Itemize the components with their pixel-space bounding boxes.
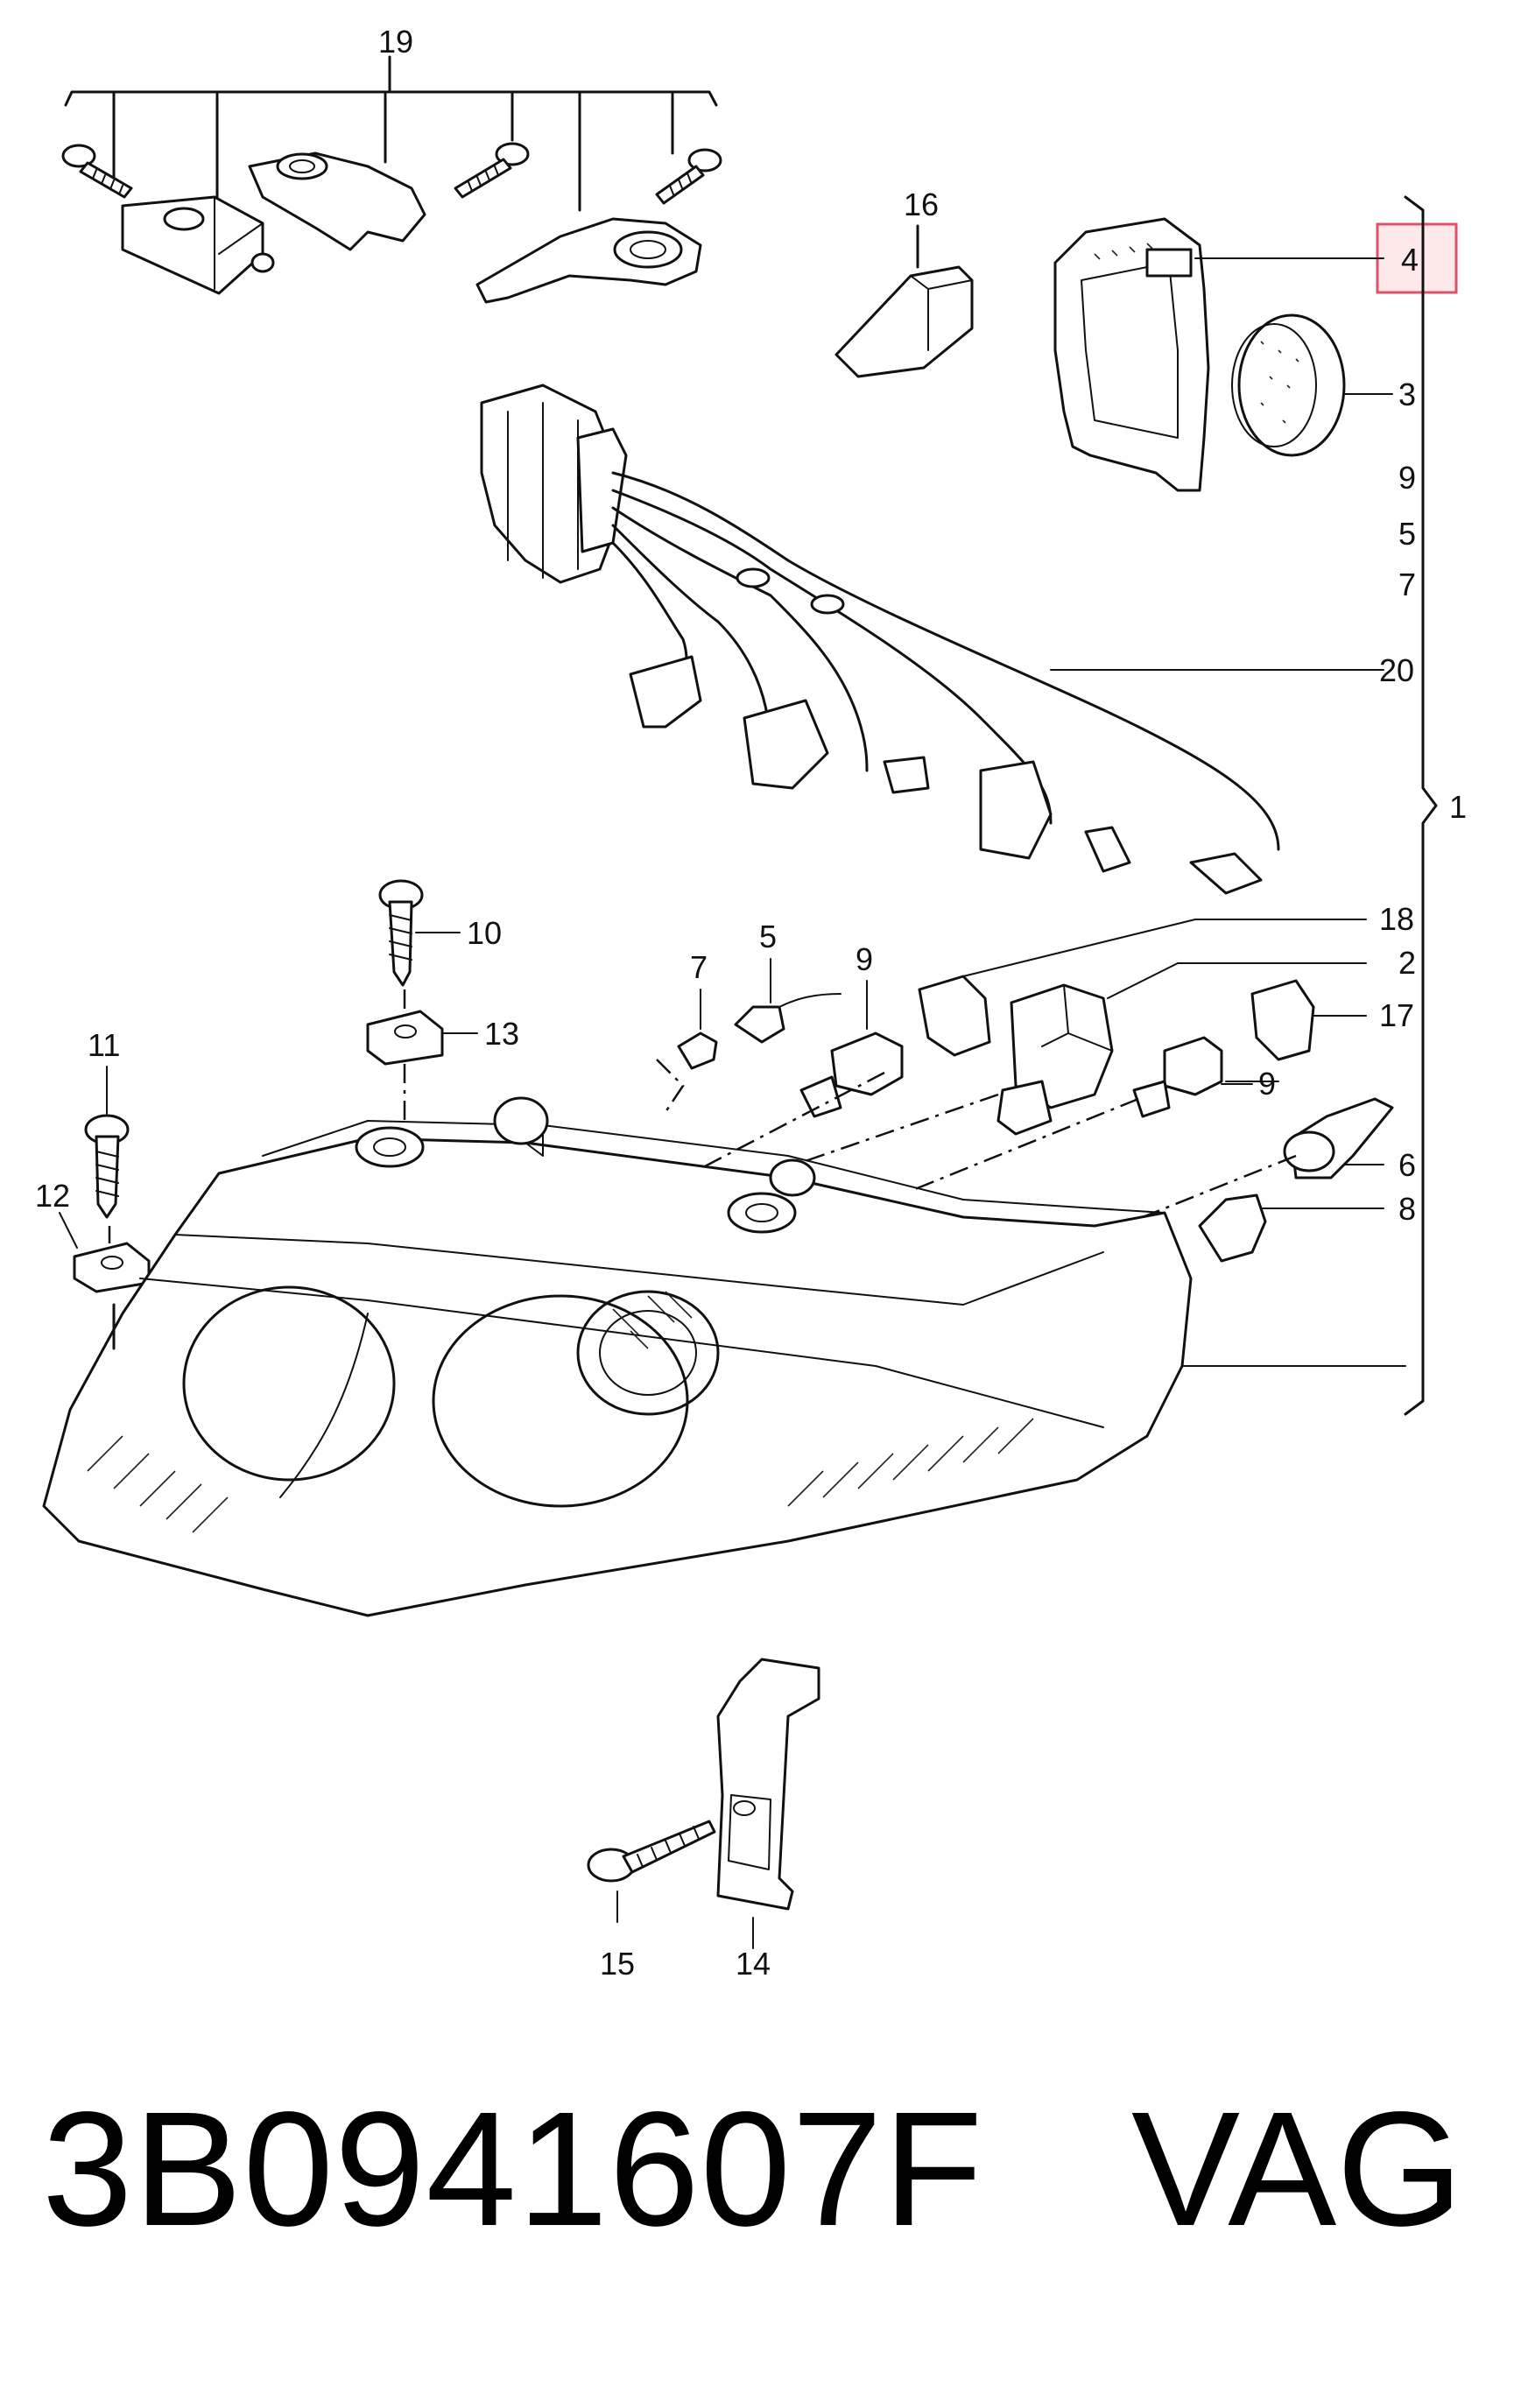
headlight-housing [42, 1096, 1193, 1617]
callout-5b: 5 [759, 919, 777, 954]
brace-item-1 [1404, 195, 1438, 1416]
callout-3: 3 [1398, 377, 1416, 412]
callout-10: 10 [467, 915, 502, 951]
callout-4: 4 [1401, 242, 1419, 278]
callout-16: 16 [904, 187, 939, 222]
callout-19: 19 [378, 24, 413, 60]
callout-9b: 9 [856, 941, 873, 977]
callout-8: 8 [1398, 1191, 1416, 1227]
callout-11: 11 [88, 1027, 120, 1063]
screw-top-middle [454, 142, 530, 199]
wiring-harness-part-20 [480, 384, 1384, 895]
bracket-group-19 [64, 55, 718, 212]
callout-5a: 5 [1398, 516, 1416, 552]
bracket-part-14 [716, 1658, 820, 1949]
cap-part-16 [834, 224, 974, 378]
screw-part-15 [587, 1820, 716, 1923]
callout-20: 20 [1379, 652, 1414, 688]
brand-name: VAG [1131, 2079, 1463, 2260]
callout-1: 1 [1449, 789, 1467, 825]
callout-14: 14 [736, 1946, 771, 1982]
callout-18: 18 [1379, 901, 1414, 937]
screw-top-left [61, 144, 133, 199]
housing-frame-part-4 [1053, 217, 1210, 492]
clip-nut-top-left [121, 195, 275, 295]
callout-15: 15 [600, 1946, 635, 1982]
callout-13: 13 [484, 1016, 519, 1052]
leader-lines-right [962, 919, 1406, 1367]
cap-part-3 [1231, 313, 1393, 457]
callout-9a: 9 [1398, 460, 1416, 496]
bulb-sockets-row [59, 879, 1394, 1293]
screw-top-right [655, 148, 722, 205]
callout-7b: 7 [690, 949, 708, 985]
callout-7a: 7 [1398, 567, 1416, 602]
callout-6: 6 [1398, 1147, 1416, 1183]
bracket-plate-top-right [475, 217, 702, 304]
bracket-plate-top-middle [248, 151, 426, 251]
highlight-box-part-4 [1376, 222, 1458, 294]
callout-12: 12 [35, 1178, 70, 1214]
callout-labels: 19 16 4 3 9 5 7 20 1 10 18 5 7 9 2 17 13… [35, 24, 1467, 1982]
callout-9c: 9 [1258, 1066, 1276, 1102]
part-number: 3B0941607F [42, 2079, 984, 2260]
callout-17: 17 [1379, 997, 1414, 1033]
callout-2: 2 [1398, 945, 1416, 981]
